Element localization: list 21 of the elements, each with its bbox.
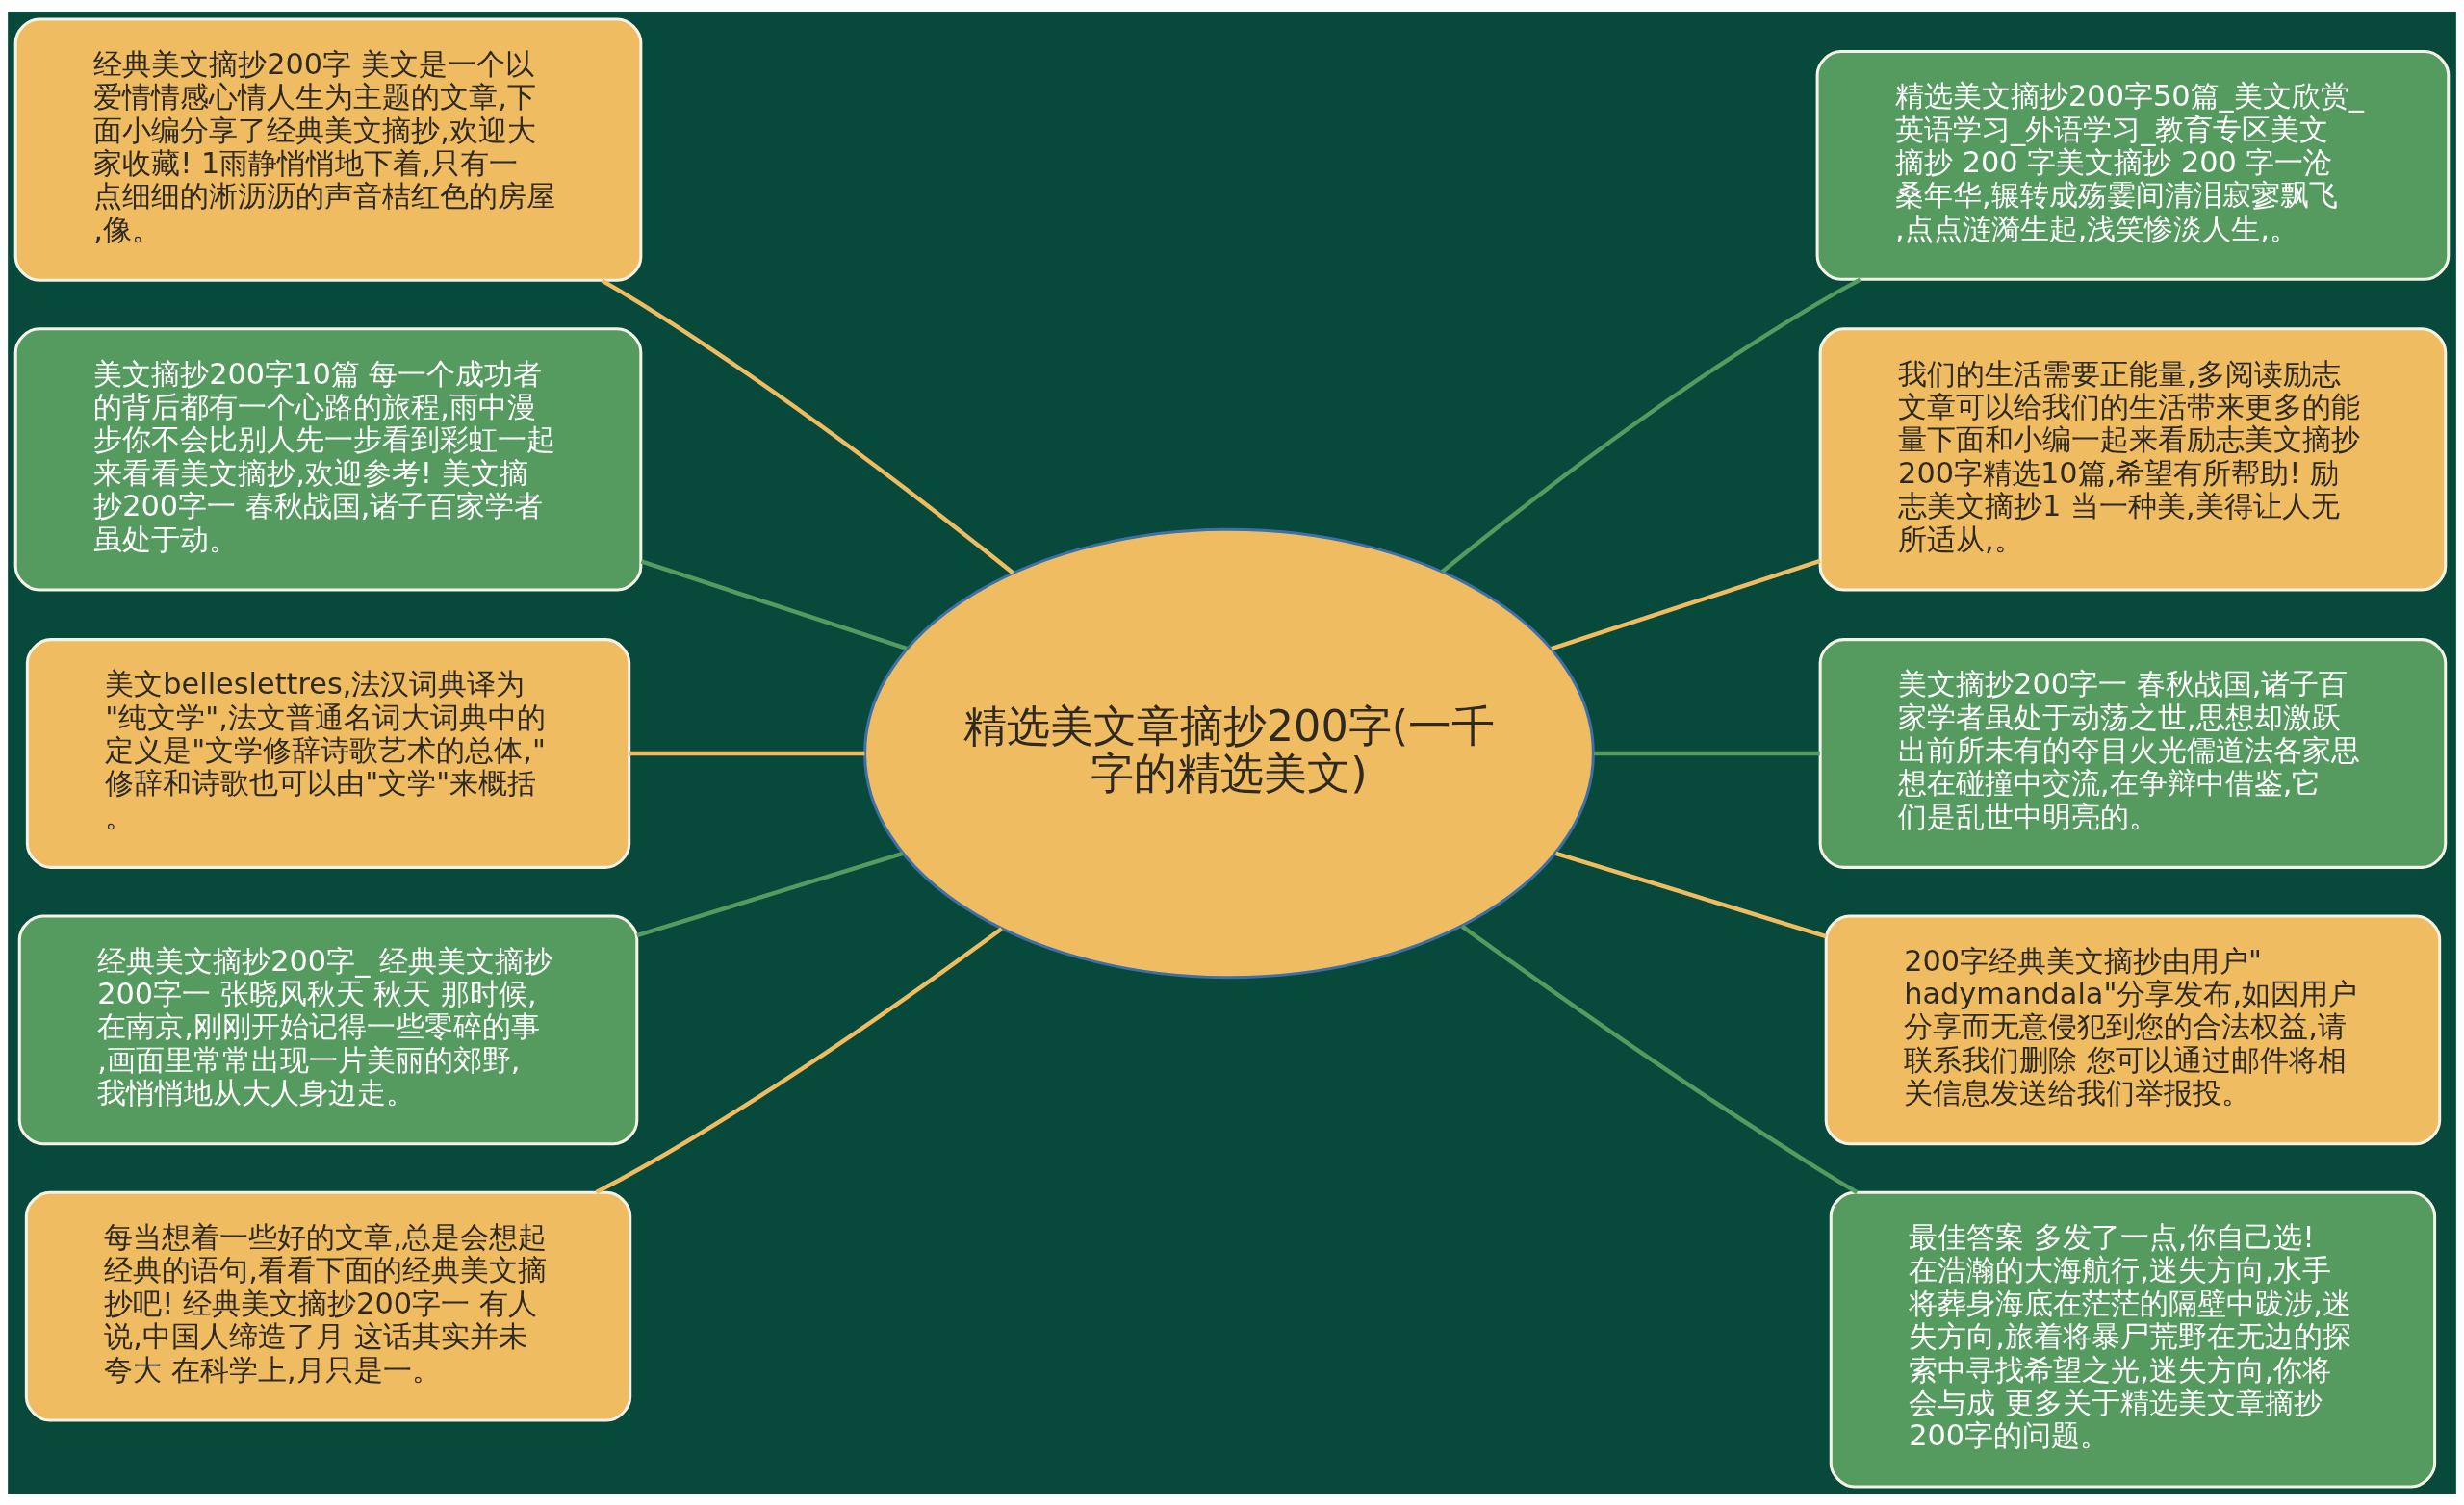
connector <box>601 278 1014 574</box>
connector <box>1440 277 1861 574</box>
connector <box>1593 751 1820 755</box>
connector <box>1460 924 1859 1194</box>
node-box: 我们的生活需要正能量,多阅读励志文章可以给我们的生活带来更多的能量下面和小编一起来看励志美文摘抄200字精选10篇,希望有所帮助! 励志美文摘抄1 当一种美,美得让人无所适从,。 <box>1818 326 2448 592</box>
connector <box>1551 558 1821 650</box>
node-box: 最佳答案 多发了一点,你自己选! 在浩瀚的大海航行,迷失方向,水手将葬身海底在茫茫的隔壁中跋涉,迷失方向,旅着将暴尸荒野在无边的探索中寻找希望之光,迷失方向,你将会与成 更多关于精选美文章摘抄200字的问题。 <box>1829 1190 2437 1488</box>
connector <box>595 926 1003 1194</box>
node-box: 200字经典美文摘抄由用户"hadymandala"分享发布,如因用户分享而无意侵犯到您的合法权益,请联系我们删除 您可以通过邮件将相关信息发送给我们举报投。 <box>1824 913 2442 1145</box>
connector <box>640 558 908 650</box>
node-box: 美文belleslettres,法汉词典译为"纯文学",法文普通名词大词典中的定义是"文学修辞诗歌艺术的总体,"修辞和诗歌也可以由"文学"来概括。 <box>25 637 631 869</box>
node-ellipse: 精选美文章摘抄200字(一千字的精选美文) <box>863 527 1595 979</box>
connector <box>629 751 865 755</box>
connector <box>636 851 904 937</box>
node-box: 经典美文摘抄200字_ 经典美文摘抄200字一 张晓风秋天 秋天 那时候,在南京,刚刚开始记得一些零碎的事,画面里常常出现一片美丽的郊野,我悄悄地从大人身边走。 <box>17 913 639 1145</box>
node-box: 精选美文摘抄200字50篇_美文欣赏_英语学习_外语学习_教育专区美文摘抄 200 字美文摘抄 200 字一沧桑年华,辗转成殇霎间清泪寂寥飘飞,点点涟漪生起,浅笑惨淡人生,。 <box>1815 49 2451 281</box>
node-box: 美文摘抄200字10篇 每一个成功者的背后都有一个心路的旅程,雨中漫步你不会比别人先一步看到彩虹一起来看看美文摘抄,欢迎参考! 美文摘抄200字一 春秋战国,诸子百家学者虽处于动。 <box>13 326 643 592</box>
connector <box>1554 851 1827 938</box>
node-box: 经典美文摘抄200字 美文是一个以爱情情感心情人生为主题的文章,下面小编分享了经典美文摘抄,欢迎大家收藏! 1雨静悄悄地下着,只有一点细细的淅沥沥的声音桔红色的房屋,像。 <box>13 17 643 282</box>
node-box: 每当想着一些好的文章,总是会想起经典的语句,看看下面的经典美文摘抄吧! 经典美文摘抄200字一 有人说,中国人缔造了月 这话其实并未夸大 在科学上,月只是一。 <box>24 1190 632 1422</box>
node-box: 美文摘抄200字一 春秋战国,诸子百家学者虽处于动荡之世,思想却激跃出前所未有的夺目火光儒道法各家思想在碰撞中交流,在争辩中借鉴,它们是乱世中明亮的。 <box>1818 637 2448 869</box>
